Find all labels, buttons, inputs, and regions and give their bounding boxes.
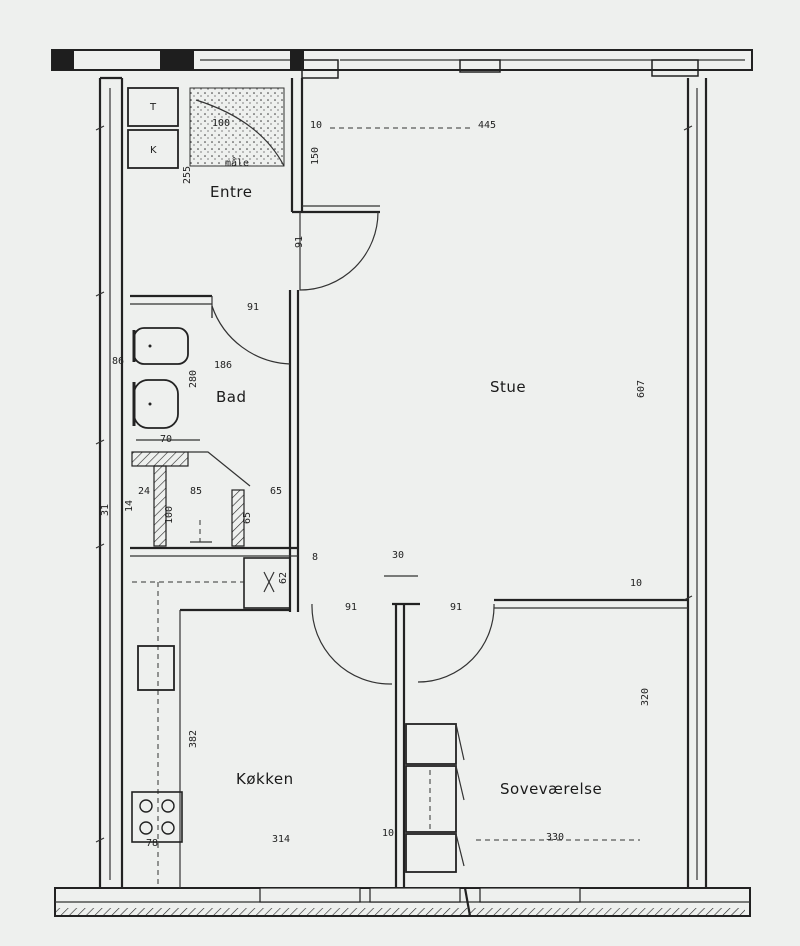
wardrobe-1 — [405, 723, 457, 765]
dim-65-h: 65 — [270, 486, 282, 497]
cabinet-t-label: T — [149, 102, 157, 113]
dim-150: 150 — [310, 147, 321, 165]
dim-70: 70 — [160, 434, 172, 445]
dim-445: 445 — [478, 120, 496, 131]
room-label-bad: Bad — [216, 388, 247, 406]
living-room: Stue 607 8 30 10 91 91 — [311, 378, 647, 685]
entrance-door — [299, 211, 379, 291]
bedroom: 320 Soveværelse 10 330 — [382, 688, 651, 873]
dim-607: 607 — [636, 380, 647, 398]
entrance-area: T K 100 måle Entre 255 10 150 445 91 — [127, 87, 496, 291]
outer-walls — [51, 49, 753, 917]
dim-30: 30 — [392, 550, 404, 561]
dim-280: 280 — [188, 370, 199, 388]
dim-100: 100 — [164, 506, 175, 524]
bathroom: 91 86 186 280 Bad 70 24 85 65 100 65 31 … — [100, 302, 291, 547]
dim-10-right: 10 — [630, 578, 642, 589]
stove-icon — [131, 791, 183, 843]
room-label-stue: Stue — [490, 378, 526, 396]
dim-85: 85 — [190, 486, 202, 497]
dim-14: 14 — [124, 500, 135, 512]
room-label-sovevaerelse: Soveværelse — [500, 780, 602, 798]
dim-186: 186 — [214, 360, 232, 371]
dim-330: 330 — [546, 832, 564, 843]
cabinet-t — [127, 87, 179, 127]
dim-91-bad: 91 — [247, 302, 259, 313]
wardrobe-3 — [405, 833, 457, 873]
kitchen-door — [311, 603, 393, 685]
dim-382: 382 — [188, 730, 199, 748]
dimension-ticks — [95, 125, 693, 843]
room-label-entre: Entre — [210, 183, 252, 201]
dim-entrance-top: 100 — [212, 118, 230, 129]
entrance-mat — [189, 87, 285, 167]
dim-91-kitchen: 91 — [345, 602, 357, 613]
dim-314: 314 — [272, 834, 290, 845]
cabinet-k — [127, 129, 179, 169]
kitchen-sink-icon — [137, 645, 175, 691]
dim-91-bedroom: 91 — [450, 602, 462, 613]
utility-cabinet — [243, 557, 291, 609]
kitchen: 62 382 Køkken 314 78 — [131, 557, 294, 888]
dim-91-entre: 91 — [294, 236, 305, 248]
dim-320: 320 — [640, 688, 651, 706]
dim-entrance-bottom: måle — [225, 156, 249, 169]
sink-icon — [133, 379, 179, 429]
dim-65-v: 65 — [242, 512, 253, 524]
dim-62: 62 — [278, 572, 289, 584]
toilet-icon — [133, 327, 189, 365]
dim-31: 31 — [100, 504, 111, 516]
dim-86: 86 — [112, 356, 124, 367]
dim-10-top: 10 — [310, 120, 322, 131]
cabinet-k-label: K — [150, 145, 157, 156]
room-label-kokken: Køkken — [236, 770, 294, 788]
dim-78: 78 — [146, 838, 158, 849]
shower-wall — [131, 451, 189, 467]
dim-255: 255 — [182, 166, 193, 184]
dim-10-bottom: 10 — [382, 828, 394, 839]
dim-8: 8 — [312, 552, 318, 563]
dim-24: 24 — [138, 486, 150, 497]
bedroom-door — [417, 603, 495, 683]
bathroom-door — [211, 305, 291, 365]
wardrobe-2 — [405, 765, 457, 833]
